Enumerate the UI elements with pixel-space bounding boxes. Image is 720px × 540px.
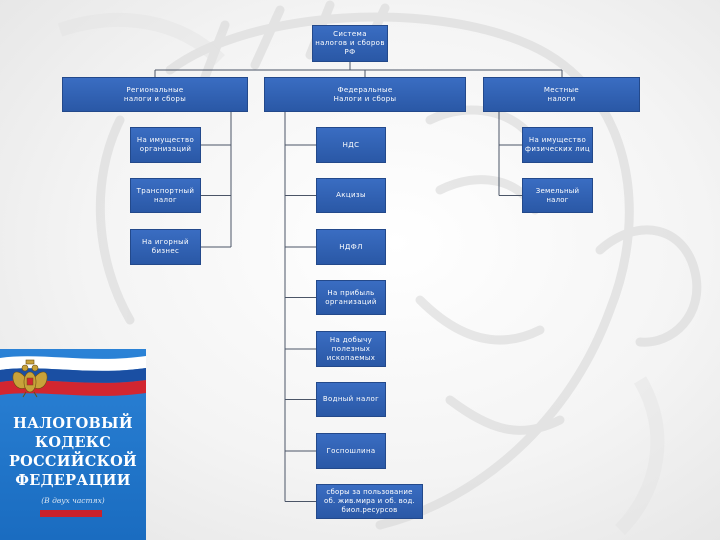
tax-node-transport: Транспортный налог (130, 178, 201, 213)
russian-flag-graphic (0, 356, 146, 398)
root-node: Система налогов и сборов РФ (312, 25, 388, 62)
tax-node-personal-income: НДФЛ (316, 229, 386, 265)
tax-node-excise: Акцизы (316, 178, 386, 213)
tax-node-gambling: На игорный бизнес (130, 229, 201, 265)
tax-node-profit: На прибыль организаций (316, 280, 386, 315)
category-node-federal: Федеральные Налоги и сборы (264, 77, 466, 112)
tax-node-water: Водный налог (316, 382, 386, 417)
book-title-line: ФЕДЕРАЦИИ (15, 472, 131, 489)
tax-node-wildlife-fees: сборы за пользование об. жив.мира и об. … (316, 484, 423, 519)
tax-node-vat: НДС (316, 127, 386, 163)
book-label-strip (40, 510, 102, 517)
tax-node-state-duty: Госпошлина (316, 433, 386, 469)
category-node-local: Местные налоги (483, 77, 640, 112)
tax-node-regional-property: На имущество организаций (130, 127, 201, 163)
book-subtitle: (В двух частях) (41, 496, 105, 505)
book-title-line: НАЛОГОВЫЙ (13, 415, 133, 432)
tax-node-mineral-extraction: На добычу полезных ископаемых (316, 331, 386, 367)
coat-of-arms-emblem (12, 359, 48, 398)
category-node-regional: Региональные налоги и сборы (62, 77, 248, 112)
book-title-line: КОДЕКС (34, 434, 112, 451)
book-title: НАЛОГОВЫЙ КОДЕКС РОССИЙСКОЙ ФЕДЕРАЦИИ (0, 414, 146, 490)
book-title-line: РОССИЙСКОЙ (8, 453, 138, 470)
tax-code-book-cover: НАЛОГОВЫЙ КОДЕКС РОССИЙСКОЙ ФЕДЕРАЦИИ (В… (0, 349, 146, 540)
tax-node-personal-property: На имущество физических лиц (522, 127, 593, 163)
tax-node-land: Земельный налог (522, 178, 593, 213)
